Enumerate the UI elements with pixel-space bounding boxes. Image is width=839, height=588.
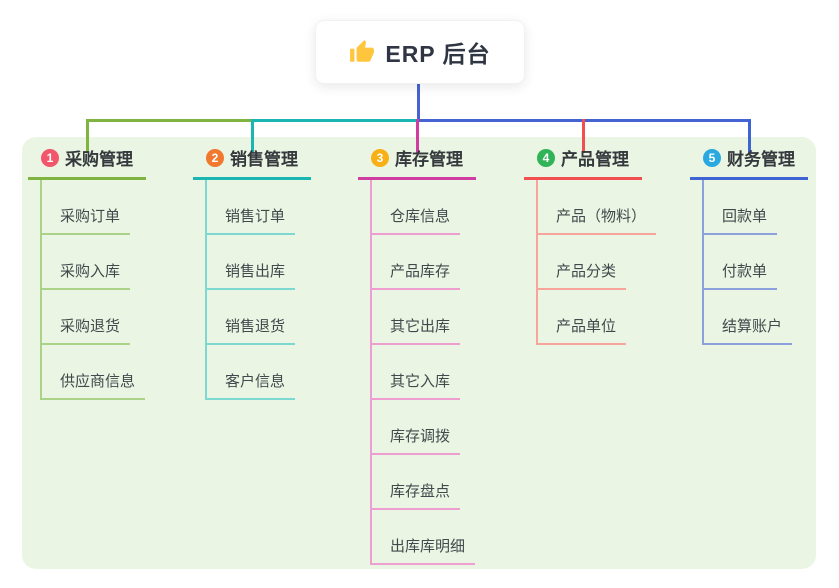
- root-stem-line: [417, 82, 420, 122]
- child-node-label: 采购订单: [42, 205, 131, 235]
- child-node[interactable]: 销售退货: [207, 290, 311, 345]
- child-node[interactable]: 产品单位: [538, 290, 656, 345]
- child-node-label: 销售订单: [207, 205, 296, 235]
- child-node-label: 采购退货: [42, 315, 131, 345]
- child-node-label: 供应商信息: [42, 370, 146, 400]
- child-node[interactable]: 采购订单: [42, 180, 146, 235]
- branch-number-badge: 3: [371, 148, 389, 167]
- child-node-label: 出库库明细: [372, 535, 476, 565]
- child-node-label: 仓库信息: [372, 205, 461, 235]
- child-node-label: 销售退货: [207, 315, 296, 345]
- child-node-label: 其它出库: [372, 315, 461, 345]
- branch-children: 回款单付款单结算账户: [702, 180, 808, 345]
- child-node[interactable]: 客户信息: [207, 345, 311, 400]
- branch-number-badge: 4: [537, 148, 555, 167]
- branch-header-node[interactable]: 4 产品管理: [524, 145, 642, 180]
- child-node[interactable]: 其它入库: [372, 345, 476, 400]
- child-node-label: 库存盘点: [372, 480, 461, 510]
- trunk-segment-middle: [252, 119, 418, 122]
- child-node[interactable]: 回款单: [704, 180, 808, 235]
- child-node[interactable]: 出库库明细: [372, 510, 476, 565]
- branch-3: 3 库存管理仓库信息产品库存其它出库其它入库库存调拨库存盘点出库库明细: [358, 145, 476, 565]
- branch-5: 5 财务管理回款单付款单结算账户: [690, 145, 808, 345]
- trunk-segment-left: [87, 119, 253, 122]
- branch-number-badge: 2: [206, 148, 224, 167]
- branch-label: 销售管理: [230, 150, 298, 169]
- branch-drop-line-5: [748, 119, 751, 153]
- branch-header-node[interactable]: 1 采购管理: [28, 145, 146, 180]
- child-node-label: 结算账户: [704, 315, 793, 345]
- child-node[interactable]: 销售出库: [207, 235, 311, 290]
- branch-drop-line-2: [251, 119, 254, 153]
- branch-number-badge: 1: [41, 148, 59, 167]
- branch-children: 采购订单采购入库采购退货供应商信息: [40, 180, 146, 400]
- child-node-label: 产品分类: [538, 260, 627, 290]
- child-node[interactable]: 库存盘点: [372, 455, 476, 510]
- child-node-label: 其它入库: [372, 370, 461, 400]
- branch-header-node[interactable]: 2 销售管理: [193, 145, 311, 180]
- child-node[interactable]: 产品（物料）: [538, 180, 657, 235]
- branch-header-node[interactable]: 3 库存管理: [358, 145, 476, 180]
- child-node[interactable]: 结算账户: [704, 290, 808, 345]
- child-node[interactable]: 付款单: [704, 235, 808, 290]
- child-node[interactable]: 采购入库: [42, 235, 146, 290]
- root-title: ERP 后台: [385, 41, 491, 67]
- child-node[interactable]: 产品分类: [538, 235, 656, 290]
- child-node-label: 销售出库: [207, 260, 296, 290]
- child-node[interactable]: 库存调拨: [372, 400, 476, 455]
- child-node[interactable]: 仓库信息: [372, 180, 476, 235]
- child-node-label: 产品库存: [372, 260, 461, 290]
- branch-4: 4 产品管理产品（物料） 产品分类产品单位: [524, 145, 657, 345]
- branch-children: 销售订单销售出库销售退货客户信息: [205, 180, 311, 400]
- child-node-label: 客户信息: [207, 370, 296, 400]
- child-node-label: 回款单: [704, 205, 778, 235]
- branch-2: 2 销售管理销售订单销售出库销售退货客户信息: [193, 145, 311, 400]
- branch-label: 财务管理: [727, 150, 795, 169]
- child-node[interactable]: 采购退货: [42, 290, 146, 345]
- branch-children: 产品（物料） 产品分类产品单位: [536, 180, 657, 345]
- branch-label: 库存管理: [395, 150, 463, 169]
- branch-label: 产品管理: [561, 150, 629, 169]
- branch-1: 1 采购管理采购订单采购入库采购退货供应商信息: [28, 145, 146, 400]
- branch-label: 采购管理: [65, 150, 133, 169]
- branch-drop-line-4: [582, 119, 585, 153]
- branch-drop-line-1: [86, 119, 89, 153]
- child-node-label: 库存调拨: [372, 425, 461, 455]
- root-node[interactable]: ERP 后台: [315, 20, 525, 84]
- branch-number-badge: 5: [703, 148, 721, 167]
- child-node-label: 产品（物料）: [538, 205, 657, 235]
- child-node[interactable]: 其它出库: [372, 290, 476, 345]
- branch-drop-line-3: [416, 119, 419, 153]
- branches-panel: [22, 137, 816, 569]
- child-node-label: 付款单: [704, 260, 778, 290]
- thumbs-up-icon: [350, 40, 375, 62]
- child-node-label: 采购入库: [42, 260, 131, 290]
- child-node-label: 产品单位: [538, 315, 627, 345]
- child-node[interactable]: 销售订单: [207, 180, 311, 235]
- child-node[interactable]: 供应商信息: [42, 345, 146, 400]
- child-node[interactable]: 产品库存: [372, 235, 476, 290]
- branch-header-node[interactable]: 5 财务管理: [690, 145, 808, 180]
- branch-children: 仓库信息产品库存其它出库其它入库库存调拨库存盘点出库库明细: [370, 180, 476, 565]
